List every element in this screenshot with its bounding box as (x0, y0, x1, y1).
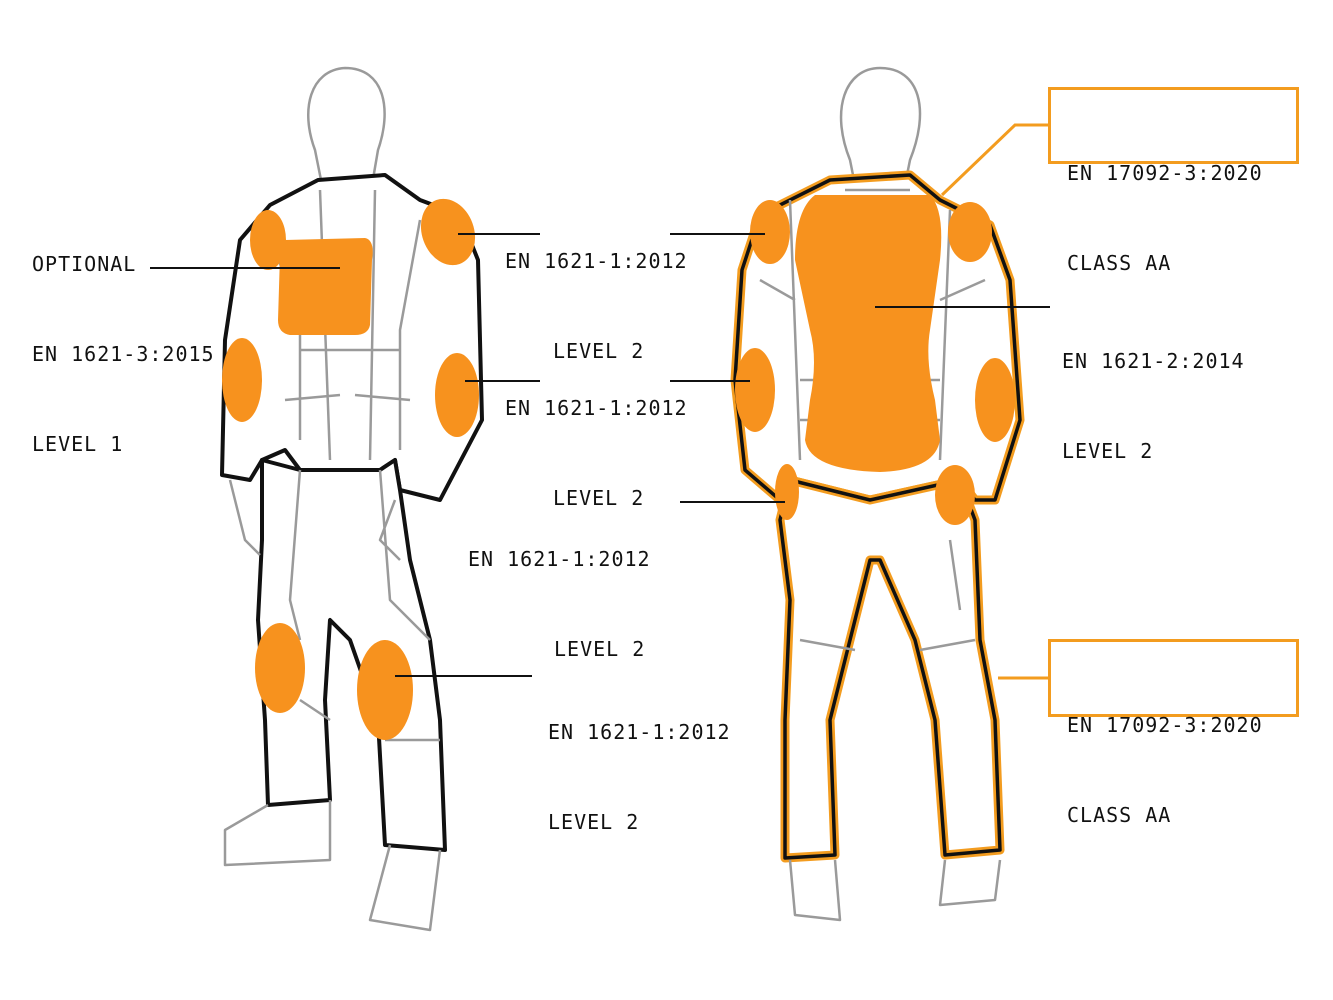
label-line: EN 17092-3:2020 (1067, 161, 1263, 185)
label-line: LEVEL 2 (548, 810, 640, 834)
front-elbow-protector-left (222, 338, 262, 422)
label-line: EN 1621-1:2012 (505, 249, 688, 273)
front-elbow-protector-right (435, 353, 479, 437)
label-back-protector: EN 1621-2:2014 LEVEL 2 (1062, 286, 1245, 496)
label-chest-protector: OPTIONAL EN 1621-3:2015 LEVEL 1 (32, 189, 215, 489)
jacket-class-box: EN 17092-3:2020 CLASS AA (1048, 87, 1299, 275)
front-shoulder-protector-left (250, 210, 286, 270)
back-elbow-protector-right (975, 358, 1015, 442)
front-chest-protector (278, 238, 373, 335)
label-line: EN 1621-1:2012 (548, 720, 731, 744)
label-line: EN 1621-1:2012 (468, 547, 651, 571)
label-line: LEVEL 2 (554, 637, 646, 661)
label-line: LEVEL 1 (32, 432, 124, 456)
front-knee-protector-right (357, 640, 413, 740)
back-pants-outline (775, 475, 1005, 863)
label-line: LEVEL 2 (553, 339, 645, 363)
label-line: EN 1621-2:2014 (1062, 349, 1245, 373)
label-line: EN 17092-3:2020 (1067, 713, 1263, 737)
label-line: EN 1621-1:2012 (505, 396, 688, 420)
front-shoulder-protector-right (420, 198, 476, 266)
front-figure (220, 66, 484, 932)
back-figure (730, 66, 1025, 922)
label-line: LEVEL 2 (1062, 439, 1154, 463)
back-elbow-protector-left (735, 348, 775, 432)
back-protector (795, 195, 942, 472)
back-hip-protector-right (935, 465, 975, 525)
label-line: OPTIONAL (32, 252, 137, 276)
pants-class-box: EN 17092-3:2020 CLASS AA (1048, 639, 1299, 827)
back-shoulder-protector-right (948, 202, 992, 262)
back-head (839, 66, 922, 187)
front-protectors (222, 198, 479, 740)
label-line: CLASS AA (1067, 251, 1172, 275)
leader-lines (150, 233, 1050, 677)
label-shoulder-protector: EN 1621-1:2012 LEVEL 2 (505, 186, 688, 396)
label-elbow-protector: EN 1621-1:2012 LEVEL 2 (505, 333, 688, 543)
label-line: LEVEL 2 (553, 486, 645, 510)
class-connectors (940, 123, 1048, 680)
label-knee-protector: EN 1621-1:2012 LEVEL 2 (548, 657, 731, 867)
front-head (307, 66, 386, 187)
back-shoulder-protector-left (750, 200, 790, 264)
label-line: EN 1621-3:2015 (32, 342, 215, 366)
front-knee-protector-left (255, 623, 305, 713)
back-hip-protector-left (775, 464, 799, 520)
label-hip-protector: EN 1621-1:2012 LEVEL 2 (468, 484, 651, 694)
back-protectors (735, 195, 1015, 525)
label-line: CLASS AA (1067, 803, 1172, 827)
